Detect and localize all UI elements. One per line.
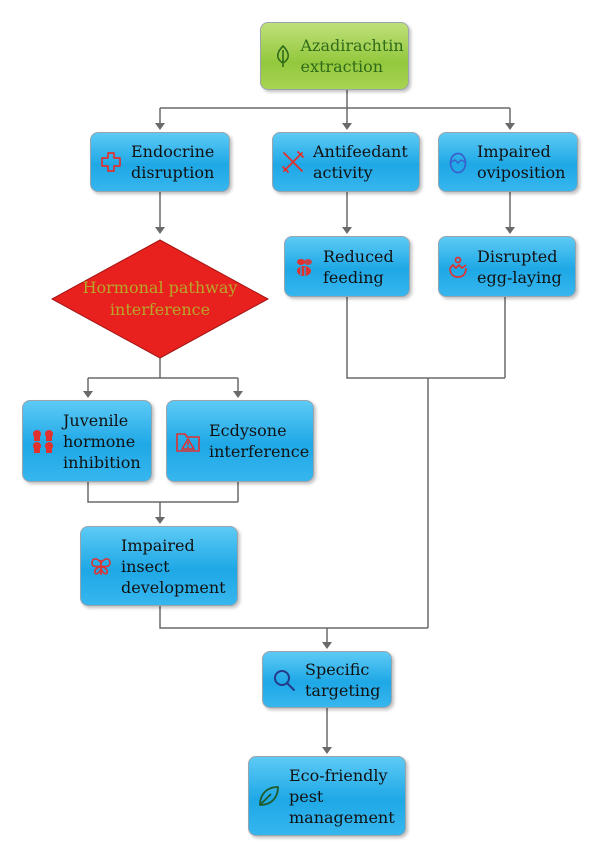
arrowhead: [155, 517, 165, 524]
node-impaired-oviposition: Impaired oviposition: [438, 132, 578, 192]
egg-icon: [439, 150, 477, 174]
connector-dev-to-specific: [159, 606, 429, 647]
node-endocrine-disruption: Endocrine disruption: [90, 132, 230, 192]
node-juvenile-hormone-inhibition: Juvenile hormone inhibition: [22, 400, 152, 482]
larvae-icon: [23, 427, 63, 455]
node-label: Reduced feeding: [323, 246, 394, 287]
arrowhead: [342, 227, 352, 234]
connector-top-bus: [159, 90, 511, 128]
arrowhead: [83, 391, 93, 398]
node-label: Endocrine disruption: [131, 142, 215, 182]
magnifier-icon: [263, 667, 305, 693]
hatching-egg-icon: [439, 255, 477, 279]
arrowhead: [233, 391, 243, 398]
arrowhead: [322, 747, 332, 754]
node-reduced-feeding: Reduced feeding: [284, 236, 410, 297]
hormonal-decision-diamond: [50, 239, 270, 359]
connector-hormones-merge: [87, 482, 239, 522]
green-leaf-icon: [249, 783, 289, 809]
node-label: Disrupted egg-laying: [477, 246, 562, 287]
node-ecdysone-interference: Ecdysone interference: [166, 400, 314, 482]
node-label: Impaired oviposition: [477, 142, 566, 182]
node-label: Juvenile hormone inhibition: [63, 410, 141, 472]
node-specific-targeting: Specific targeting: [262, 651, 392, 708]
node-antifeedant-activity: Antifeedant activity: [272, 132, 420, 192]
puzzle-outline-icon: [91, 150, 131, 174]
node-impaired-insect-development: Impaired insect development: [80, 526, 238, 606]
arrowhead: [155, 123, 165, 130]
arrowhead: [505, 123, 515, 130]
node-label: Azadirachtin extraction: [300, 36, 404, 76]
connector-hormonal-branch: [87, 356, 239, 396]
arrowhead: [155, 227, 165, 234]
connector-feeding-egg-merge: [346, 297, 506, 622]
leaf-icon: [269, 44, 297, 68]
node-label: Specific targeting: [305, 659, 381, 700]
node-label: Eco-friendly pest management: [289, 765, 395, 827]
node-disrupted-egg-laying: Disrupted egg-laying: [438, 236, 576, 297]
warning-folder-icon: [167, 429, 209, 453]
arrowhead: [505, 227, 515, 234]
arrowhead: [322, 642, 332, 649]
crossed-utensils-icon: [273, 149, 313, 175]
node-label: Ecdysone interference: [209, 421, 310, 461]
node-label: Antifeedant activity: [313, 142, 408, 182]
node-eco-friendly-pest-management: Eco-friendly pest management: [248, 756, 406, 836]
node-azadirachtin-extraction: Azadirachtin extraction: [260, 22, 409, 90]
node-label: Impaired insect development: [121, 535, 226, 597]
hormonal-pathway-label: Hormonal pathway interference: [82, 278, 238, 319]
butterfly-icon: [81, 554, 121, 578]
arrowhead: [342, 123, 352, 130]
bee-icon: [285, 255, 323, 279]
